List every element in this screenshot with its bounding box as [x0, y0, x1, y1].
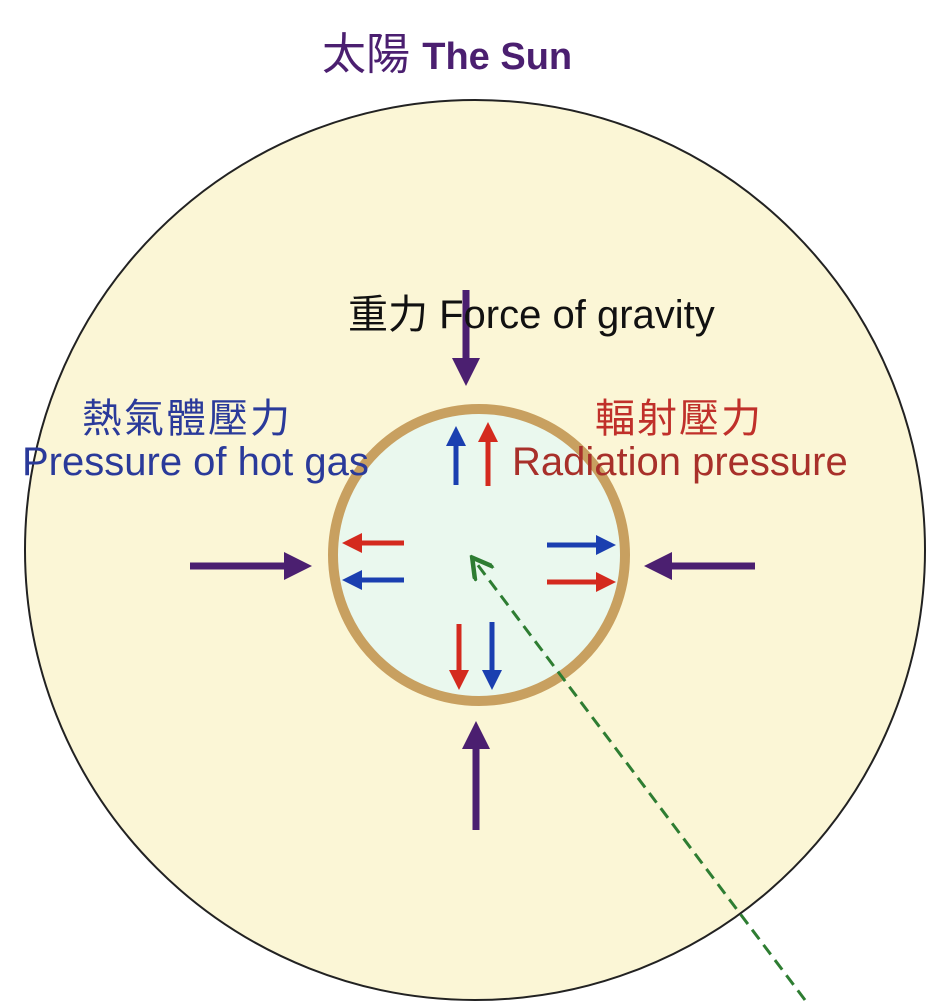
- radiation-pressure-label-en: Radiation pressure: [512, 440, 848, 484]
- gravity-label: 重力 Force of gravity: [348, 293, 715, 337]
- diagram-title: 太陽 The Sun: [322, 18, 572, 82]
- title-zh: 太陽: [322, 30, 410, 79]
- title-en: The Sun: [422, 36, 573, 78]
- gravity-arrows: [190, 290, 755, 830]
- gas-pressure-label-en: Pressure of hot gas: [22, 440, 369, 484]
- gas-pressure-arrows: [342, 426, 616, 690]
- pointer-line: [474, 560, 807, 1001]
- gas-pressure-label-zh: 熱氣體壓力: [82, 397, 292, 441]
- radiation-pressure-label-zh: 輻射壓力: [595, 397, 763, 441]
- radiation-pressure-arrows: [342, 422, 616, 690]
